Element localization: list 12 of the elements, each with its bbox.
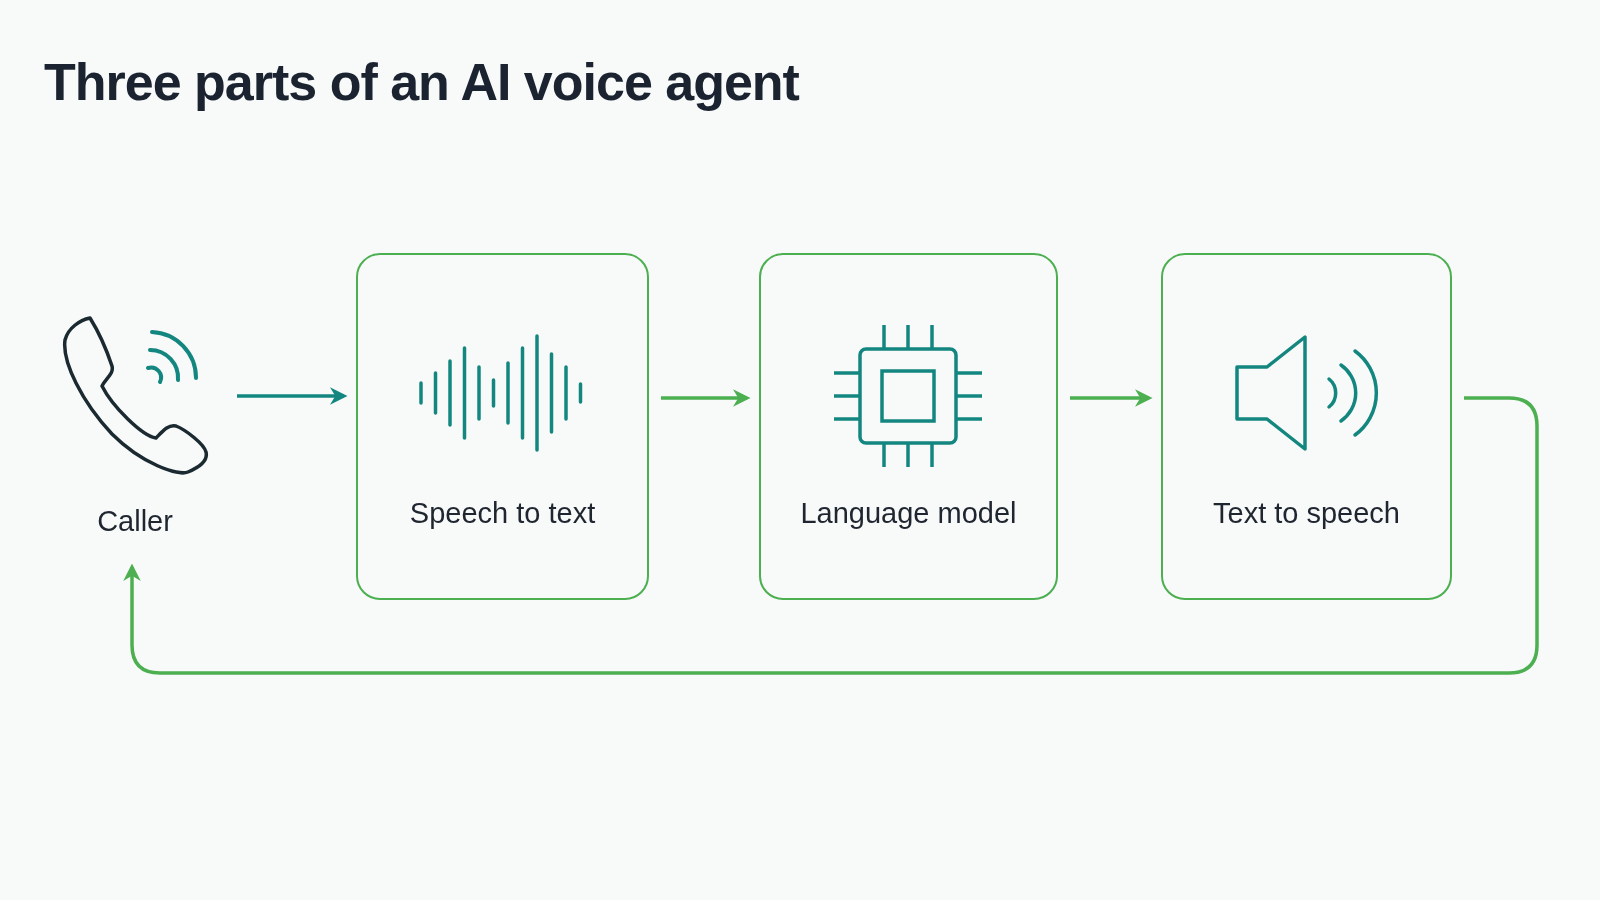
arrow [237,387,348,405]
arrow [661,389,751,407]
step-label: Text to speech [1212,497,1401,530]
process-box [356,253,649,600]
arrow [123,396,1539,675]
node-label: Caller [96,505,174,538]
step-label: Speech to text [408,497,597,530]
title: Three parts of an AI voice agent [44,52,799,112]
arrow [1070,389,1153,407]
step-label: Language model [799,497,1018,530]
process-box [1161,253,1452,600]
process-box [759,253,1058,600]
